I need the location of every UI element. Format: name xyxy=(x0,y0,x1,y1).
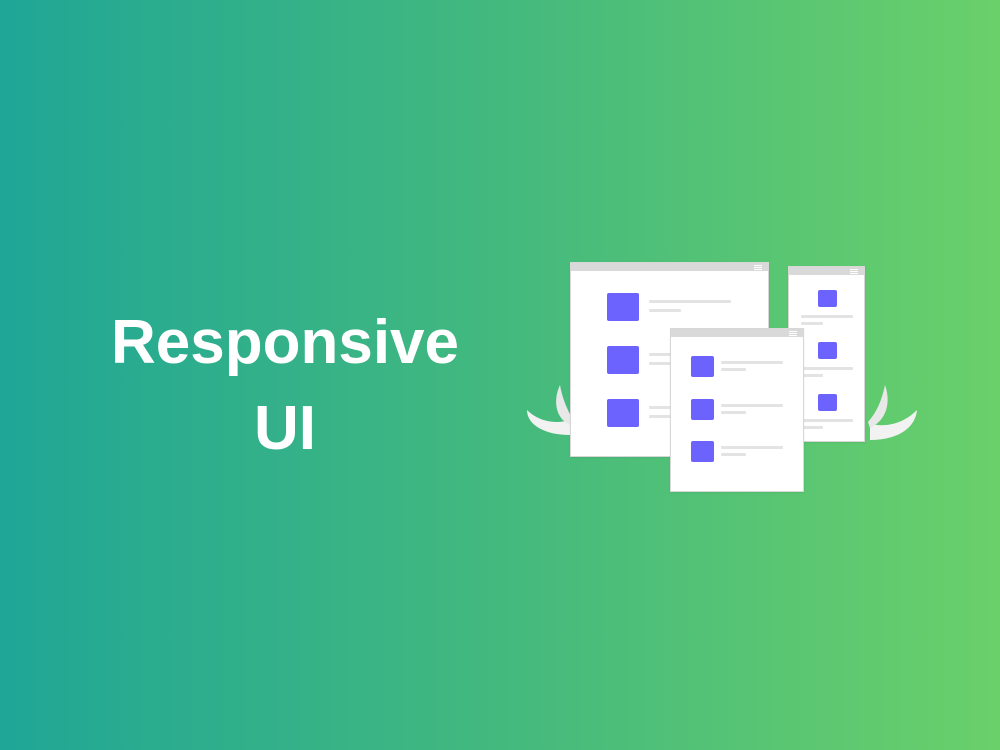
title-line-1: Responsive xyxy=(110,308,460,377)
text-line xyxy=(721,453,746,456)
content-block-icon xyxy=(818,394,837,411)
window-dots-icon xyxy=(576,265,594,283)
tablet-window xyxy=(670,328,804,492)
hamburger-icon xyxy=(789,331,797,337)
window-titlebar xyxy=(789,267,864,282)
window-titlebar xyxy=(671,329,803,344)
text-line xyxy=(649,415,681,418)
title-line-2: UI xyxy=(254,394,316,463)
text-line xyxy=(649,309,681,312)
content-block-icon xyxy=(691,356,714,377)
text-line xyxy=(649,300,731,303)
text-line xyxy=(721,411,746,414)
responsive-windows-illustration xyxy=(525,255,920,500)
page-title: Responsive UI xyxy=(85,300,485,472)
text-line xyxy=(649,362,681,365)
text-line xyxy=(721,446,783,449)
text-line xyxy=(721,361,783,364)
content-block-icon xyxy=(607,346,639,374)
content-block-icon xyxy=(607,399,639,427)
text-line xyxy=(721,404,783,407)
text-line xyxy=(801,367,853,370)
hamburger-icon xyxy=(754,265,762,271)
text-line xyxy=(721,368,746,371)
left-leaf-icon xyxy=(527,385,573,435)
window-titlebar xyxy=(571,263,768,278)
window-dots-icon xyxy=(794,269,812,287)
text-line xyxy=(801,419,853,422)
hamburger-icon xyxy=(850,269,858,275)
content-block-icon xyxy=(818,290,837,307)
text-line xyxy=(801,315,853,318)
content-block-icon xyxy=(818,342,837,359)
window-dots-icon xyxy=(676,331,694,349)
text-line xyxy=(801,322,823,325)
text-line xyxy=(801,426,823,429)
right-leaf-icon xyxy=(868,385,917,440)
content-block-icon xyxy=(607,293,639,321)
content-block-icon xyxy=(691,441,714,462)
content-block-icon xyxy=(691,399,714,420)
text-line xyxy=(801,374,823,377)
